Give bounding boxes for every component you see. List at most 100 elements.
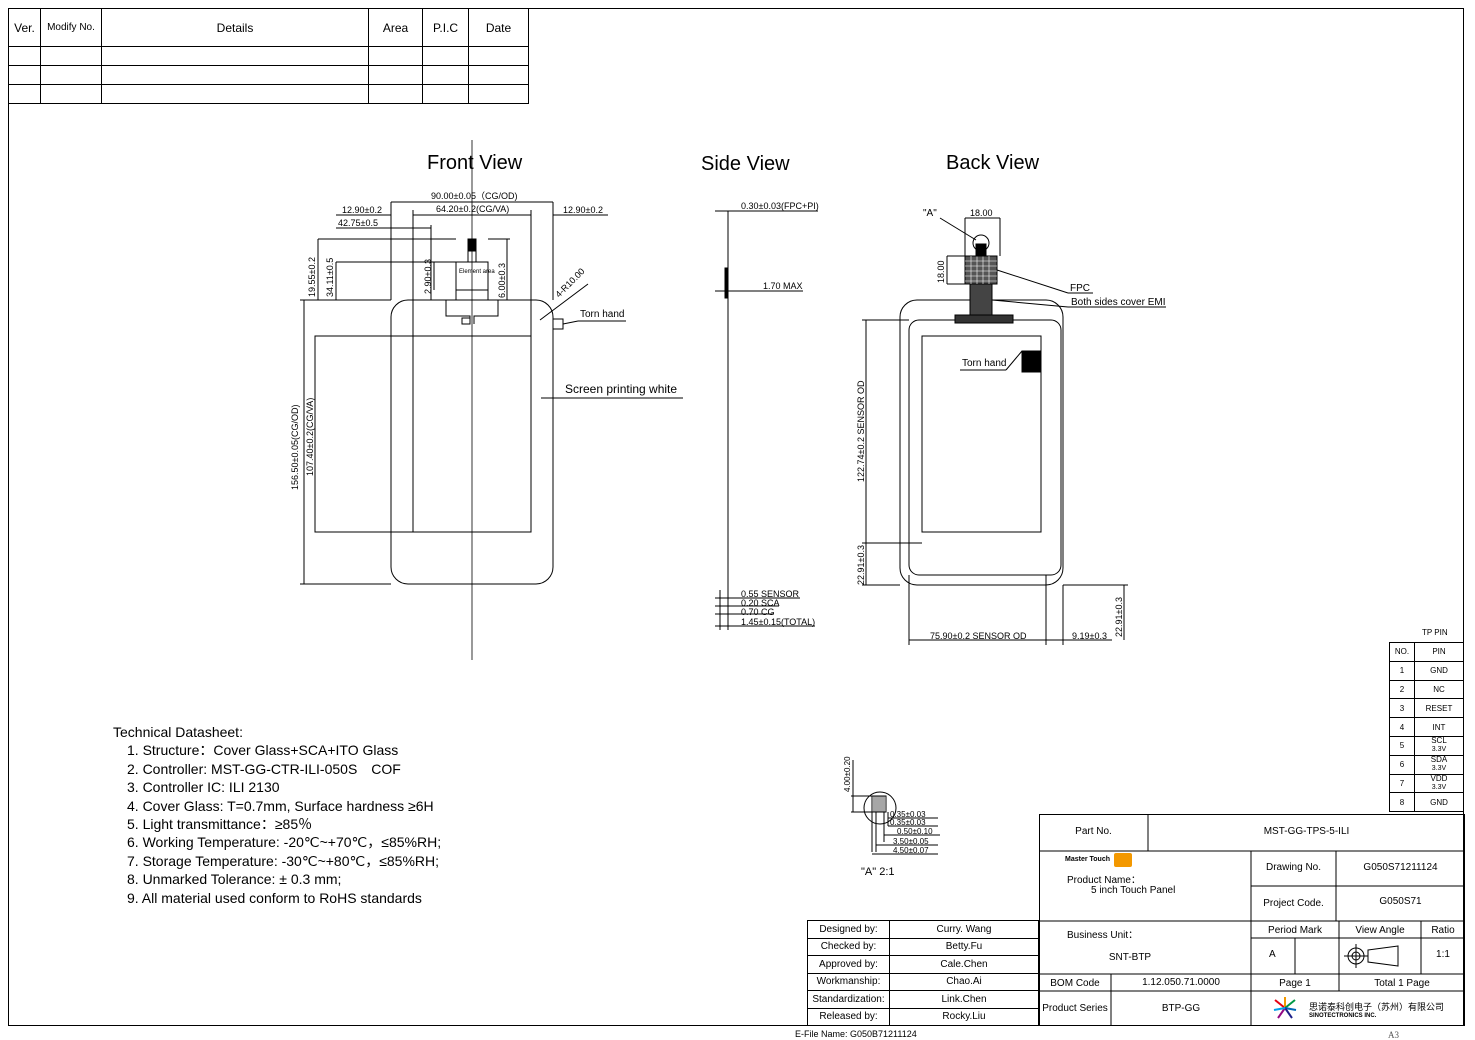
datasheet-item: 6. Working Temperature: -20℃~+70℃，≤85%RH… — [127, 834, 442, 851]
drawing-no-value: G050S71211124 — [1363, 862, 1438, 873]
signoff-name: Rocky.Liu — [889, 1007, 1039, 1026]
ratio-label: Ratio — [1431, 925, 1455, 936]
rev-row — [8, 65, 529, 85]
back-sensor-height: 122.74±0.2 SENSOR OD — [856, 380, 866, 482]
back-torn-hand: Torn hand — [962, 358, 1006, 369]
detail-d4: 3.50±0.05 — [893, 837, 929, 846]
dim-right-margin: 12.90±0.2 — [563, 205, 603, 215]
dim-radius: 4-R10.00 — [553, 266, 586, 299]
bom-code-label: BOM Code — [1050, 978, 1100, 989]
pin-no: 7 — [1389, 773, 1415, 794]
back-emi: Both sides cover EMI — [1071, 297, 1165, 308]
side-sensor: 0.55 SENSOR — [741, 589, 800, 599]
back-w18: 18.00 — [970, 208, 993, 218]
rev-header-area: Area — [368, 8, 423, 47]
dim-top-19: 19.55±0.2 — [307, 257, 317, 297]
screen-printing-label: Screen printing white — [565, 382, 677, 396]
side-max: 1.70 MAX — [763, 281, 803, 291]
title-block-grid — [1039, 814, 1465, 1026]
signoff-role: Approved by: — [807, 955, 890, 974]
dim-height-va: 107.40±0.2(CG/VA) — [305, 398, 315, 476]
detail-d2: 0.35±0.03 — [890, 818, 926, 827]
pin-name: GND — [1414, 660, 1464, 681]
period-mark-value: A — [1269, 949, 1276, 960]
signoff-name: Chao.Ai — [889, 972, 1039, 991]
period-mark-label: Period Mark — [1268, 925, 1322, 936]
pin-name: RESET — [1414, 698, 1464, 719]
signoff-role: Workmanship: — [807, 972, 890, 991]
element-area-label: Element area — [459, 269, 495, 275]
detail-scale: "A" 2:1 — [861, 866, 895, 878]
title-block: Part No. MST-GG-TPS-5-ILI Master Touch P… — [1039, 814, 1465, 1026]
side-total: 1.45±0.15(TOTAL) — [741, 617, 815, 627]
signoff-name: Betty.Fu — [889, 937, 1039, 956]
datasheet-item: 8. Unmarked Tolerance: ± 0.3 mm; — [127, 871, 342, 888]
signoff-role: Designed by: — [807, 920, 890, 939]
back-detail-a: "A" — [923, 208, 937, 219]
signoff-name: Cale.Chen — [889, 955, 1039, 974]
total-pages: Total 1 Page — [1374, 978, 1430, 989]
back-bottom-margin: 22.91±0.3 — [856, 545, 866, 585]
paper-size: A3 — [1388, 1030, 1399, 1040]
efile-name: E-File Name: G050B71211124 — [795, 1029, 917, 1039]
signoff-role: Standardization: — [807, 990, 890, 1009]
pin-header-no: NO. — [1389, 642, 1415, 662]
datasheet-item: 9. All material used conform to RoHS sta… — [127, 889, 422, 906]
rev-header-date: Date — [468, 8, 529, 47]
datasheet-item: 5. Light transmittance：≥85％ — [127, 816, 313, 833]
front-visible-area — [314, 335, 532, 533]
datasheet-item: 7. Storage Temperature: -30℃~+80℃，≤85%RH… — [127, 852, 440, 869]
pin-no: 5 — [1389, 735, 1415, 756]
back-sensor-width: 75.90±0.2 SENSOR OD — [930, 631, 1027, 641]
drawing-no-label: Drawing No. — [1265, 862, 1322, 873]
signoff-name: Curry. Wang — [889, 920, 1039, 939]
back-cover-glass — [899, 299, 1064, 586]
pin-no: 6 — [1389, 754, 1415, 775]
back-right-offset: 9.19±0.3 — [1072, 631, 1107, 641]
back-fpc: FPC — [1070, 283, 1090, 294]
torn-hand-label: Torn hand — [580, 309, 624, 320]
product-name-label: Product Name： — [1067, 875, 1141, 886]
signoff-role: Checked by: — [807, 937, 890, 956]
dim-va-width: 64.20±0.2(CG/VA) — [436, 204, 509, 214]
side-view-title: Side View — [701, 153, 790, 175]
business-unit-value: SNT-BTP — [1108, 952, 1152, 963]
company-name-cn: 思诺泰科创电子（苏州）有限公司 — [1309, 1002, 1445, 1012]
product-name-value: 5 inch Touch Panel — [1091, 885, 1176, 896]
back-right-margin-v: 22.91±0.3 — [1114, 597, 1124, 637]
datasheet-item: 1. Structure：Cover Glass+SCA+ITO Glass — [127, 742, 399, 759]
rev-header-modify: Modify No. — [40, 8, 102, 47]
company-name-en: SINOTECTRONICS INC. — [1309, 1013, 1377, 1019]
back-h18: 18.00 — [936, 260, 946, 283]
brand-logo-text: Master Touch — [1065, 856, 1110, 863]
pin-no: 3 — [1389, 698, 1415, 719]
part-no-value: MST-GG-TPS-5-ILI — [1263, 826, 1350, 837]
datasheet-title: Technical Datasheet: — [113, 724, 243, 740]
side-sca: 0.20 SCA — [741, 598, 780, 608]
front-view-title: Front View — [427, 152, 523, 174]
pin-name: NC — [1414, 679, 1464, 700]
detail-d3: 0.50±0.10 — [897, 827, 933, 836]
dim-290: 2.90±0.3 — [423, 259, 433, 294]
company-logo-icon — [1272, 996, 1298, 1020]
pin-header-pin: PIN — [1414, 642, 1464, 662]
product-series-value: BTP-GG — [1161, 1003, 1201, 1014]
dim-cg-od-width: 90.00±0.05（CG/OD) — [431, 191, 517, 201]
datasheet-item: 4. Cover Glass: T=0.7mm, Surface hardnes… — [127, 797, 434, 814]
dim-height-od: 156.50±0.05(CG/OD) — [290, 405, 300, 490]
revision-table: Ver. Modify No. Details Area P.I.C Date — [8, 8, 529, 104]
signoff-table: Designed by:Curry. Wang Checked by:Betty… — [807, 920, 1039, 1026]
pin-no: 4 — [1389, 717, 1415, 737]
projection-icon — [1344, 944, 1399, 968]
ratio-value: 1:1 — [1436, 949, 1450, 960]
part-no-label: Part No. — [1075, 826, 1112, 837]
